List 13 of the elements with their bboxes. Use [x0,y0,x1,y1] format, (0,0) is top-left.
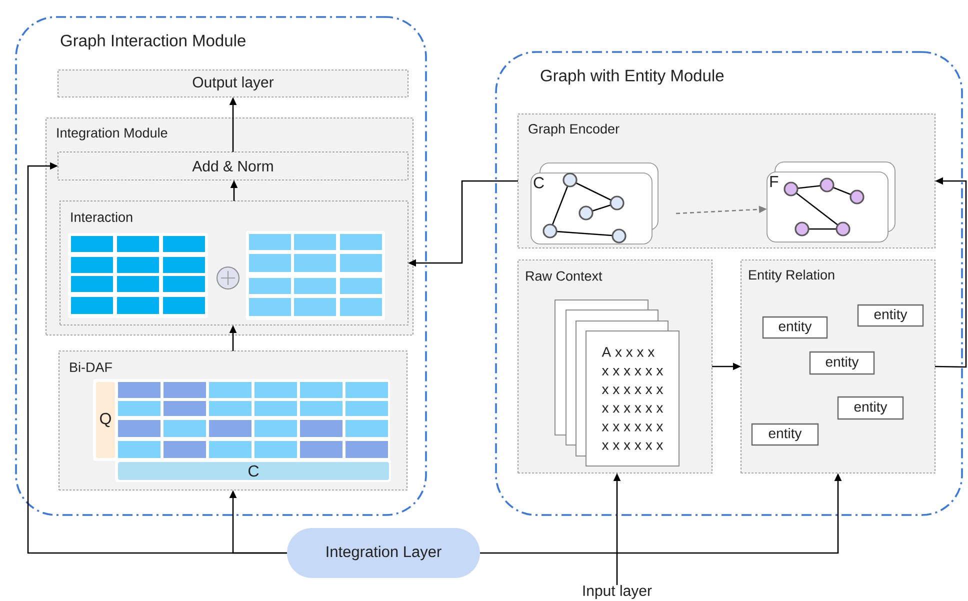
layer-box: Add & Norm [58,152,408,180]
entity-box: entity [809,351,875,375]
entity-box: entity [837,396,904,420]
layer-pill: Integration Layer [287,528,480,578]
layer-label: Input layer [583,585,652,599]
layer-box: Output layer [58,70,408,98]
document-page: A x x x x x x x x x x x x x x x x x x x x x x x x x x x x x x x x x x [586,330,680,466]
entity-box: entity [857,304,924,327]
matrix-bar: Q [96,382,115,458]
arrow [27,162,287,554]
matrix-bar: C [118,462,389,480]
entity-box: entity [751,423,819,446]
entity-box: entity [762,316,828,339]
